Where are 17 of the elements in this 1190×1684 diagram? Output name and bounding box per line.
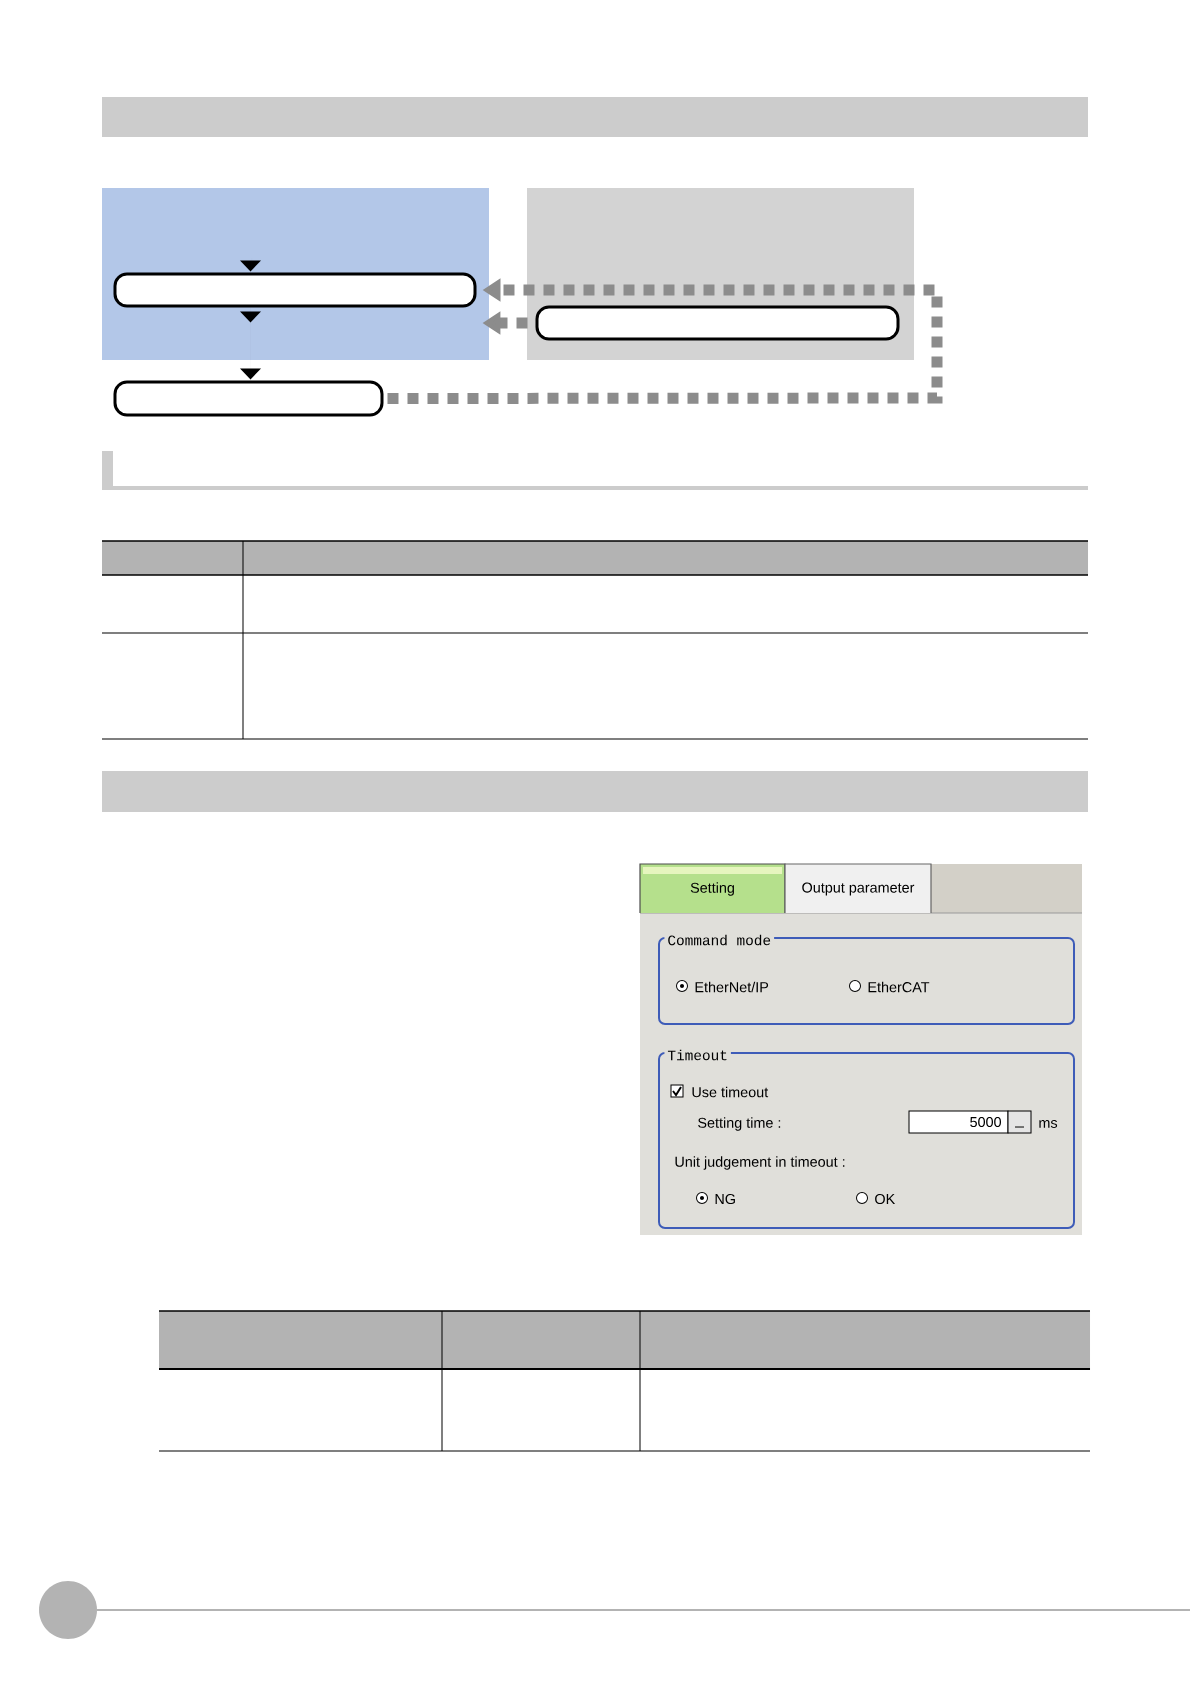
field-label: Unit judgement in timeout :	[675, 1156, 845, 1170]
radio-button: OK	[856, 1192, 896, 1205]
checkbox: Use timeout	[670, 1084, 769, 1098]
radio-button: NG	[696, 1192, 735, 1205]
input-field: 5000	[908, 1110, 1009, 1134]
tab: Setting	[639, 863, 786, 914]
unit-label: ms	[1039, 1120, 1058, 1128]
radio-button: EtherCAT	[849, 980, 930, 993]
field-label: Setting time :	[698, 1117, 781, 1131]
rounded-box	[113, 272, 477, 308]
rounded-box	[113, 380, 384, 417]
section-band	[102, 771, 1088, 812]
flow-arrow	[240, 258, 261, 273]
rounded-box	[535, 305, 900, 341]
radio-button: EtherNet/IP	[676, 980, 769, 993]
tab: Output parameter	[784, 863, 932, 914]
section-band	[102, 97, 1088, 137]
